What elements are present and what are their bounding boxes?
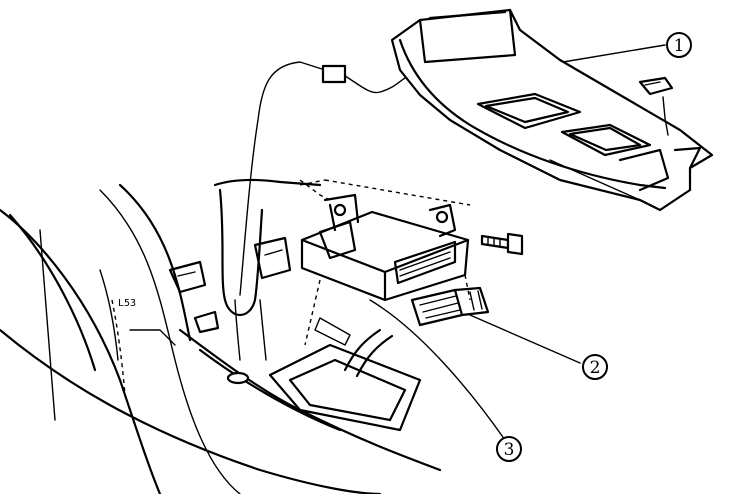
callout-3: 3 bbox=[496, 436, 522, 462]
console-base bbox=[178, 178, 442, 472]
callout-2-label: 2 bbox=[590, 358, 601, 378]
callout-2: 2 bbox=[582, 354, 608, 380]
mounting-bolt bbox=[480, 232, 524, 256]
callout-1: 1 bbox=[666, 32, 692, 58]
callout-3-label: 3 bbox=[504, 440, 515, 460]
control-unit bbox=[299, 179, 471, 346]
wiring-harness bbox=[239, 61, 411, 296]
console-lid bbox=[390, 8, 714, 212]
body-panel bbox=[0, 183, 382, 494]
inline-connector-icon bbox=[321, 64, 347, 84]
callout-1-label: 1 bbox=[674, 36, 685, 56]
tunnel-brackets: L53 bbox=[118, 236, 292, 334]
leader-lines bbox=[369, 44, 669, 441]
harness-connector bbox=[410, 286, 490, 327]
small-label: L53 bbox=[118, 298, 136, 309]
